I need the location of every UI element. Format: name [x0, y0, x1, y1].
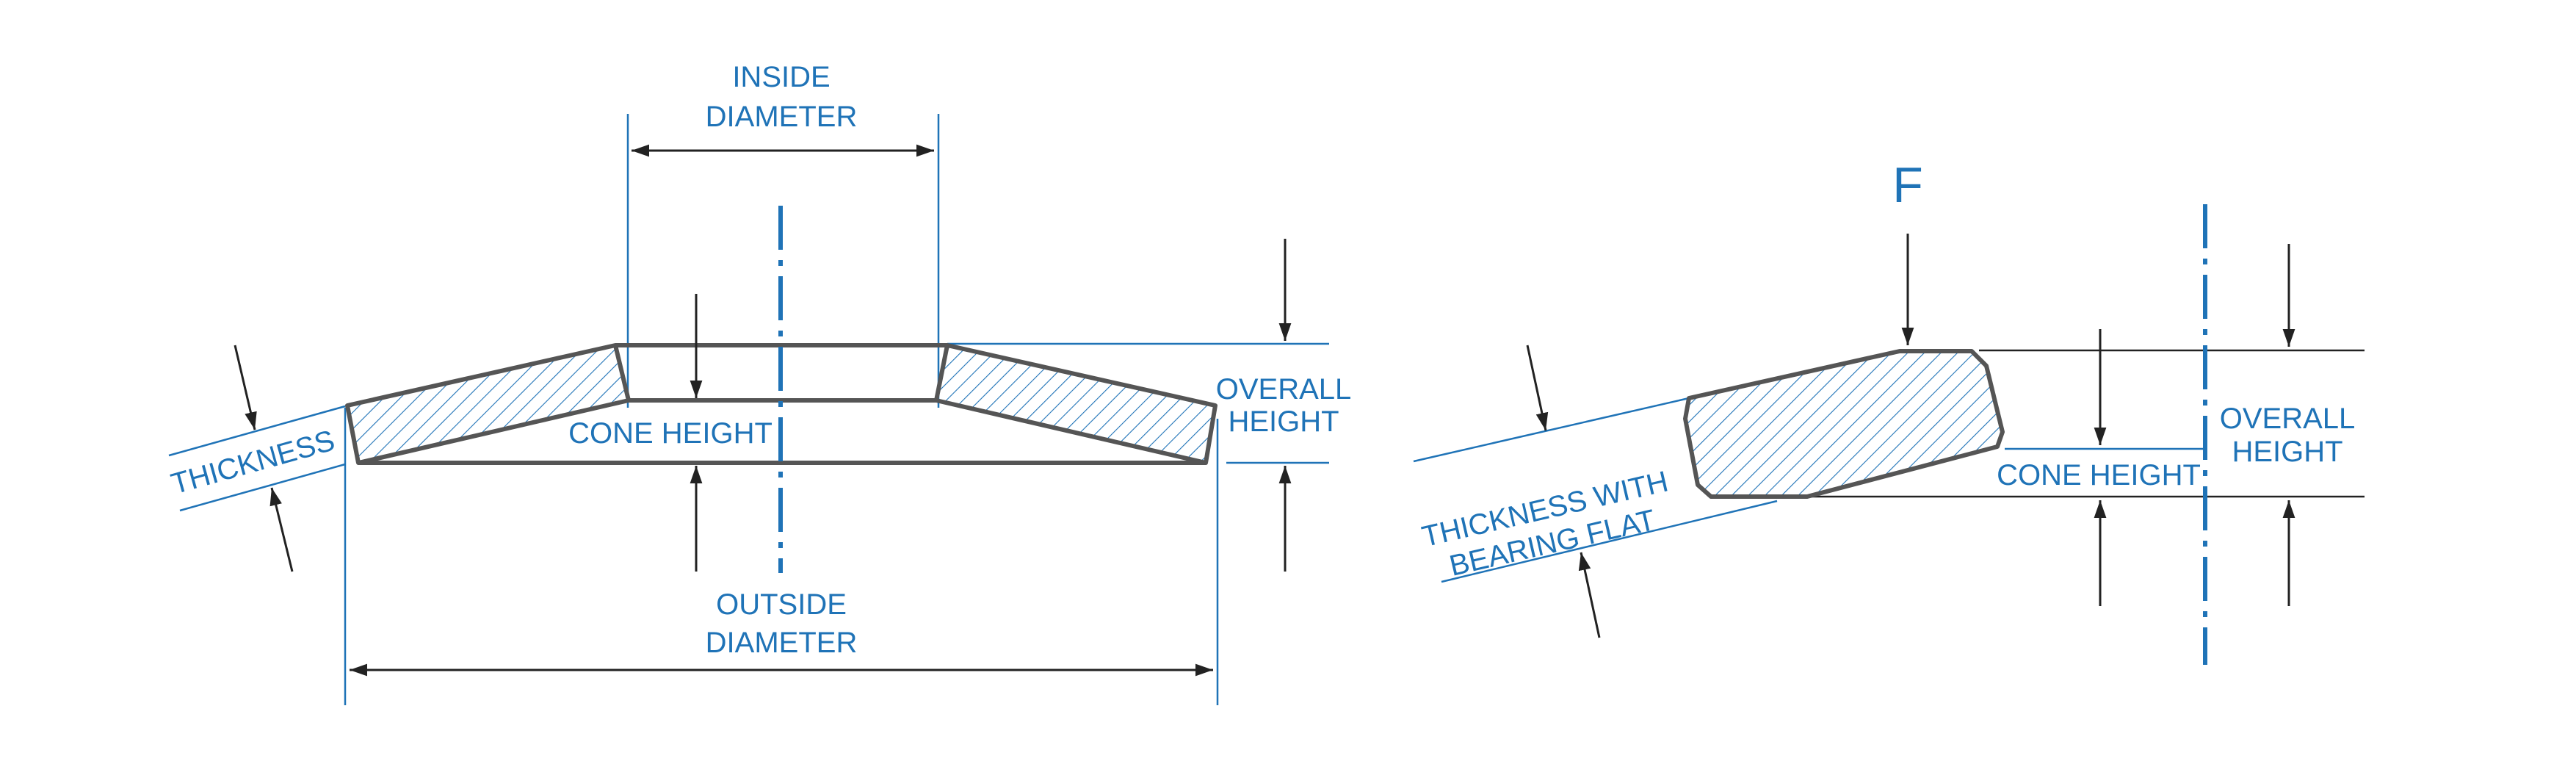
thickness-arrow-bottom	[269, 487, 294, 572]
inside-diameter-label-line1: INSIDE	[732, 61, 830, 93]
right-figure: F CONE HEIGHT OVERALL HEIGHT THICKNESS W…	[1413, 157, 2365, 665]
force-label: F	[1892, 157, 1923, 213]
thickness-extension-top	[168, 405, 346, 457]
thickness-flat-extension-bottom	[1441, 500, 1778, 583]
overall-height-label-right-line2: HEIGHT	[2232, 436, 2342, 468]
right-spring-section	[934, 343, 1218, 465]
thickness-flat-arrow-top	[1526, 345, 1549, 431]
outside-diameter-label-line2: DIAMETER	[706, 627, 858, 659]
thickness-flat-extension-top	[1413, 397, 1690, 463]
overall-height-label-line1: OVERALL	[1216, 373, 1352, 406]
overall-height-label-right-line1: OVERALL	[2220, 403, 2356, 435]
thickness-arrow-top	[234, 345, 257, 430]
cone-height-label: CONE HEIGHT	[568, 417, 773, 450]
cone-height-label-right: CONE HEIGHT	[1997, 459, 2201, 491]
left-figure: INSIDE DIAMETER OUTSIDE DIAMETER CONE HE…	[167, 61, 1351, 705]
spring-section-with-flat	[1683, 349, 2005, 499]
outside-diameter-label-line1: OUTSIDE	[716, 588, 847, 621]
thickness-flat-arrow-bottom	[1578, 552, 1601, 638]
overall-height-label-line2: HEIGHT	[1228, 406, 1339, 438]
inside-diameter-label-line2: DIAMETER	[706, 101, 858, 133]
thickness-extension-bottom	[179, 463, 346, 512]
